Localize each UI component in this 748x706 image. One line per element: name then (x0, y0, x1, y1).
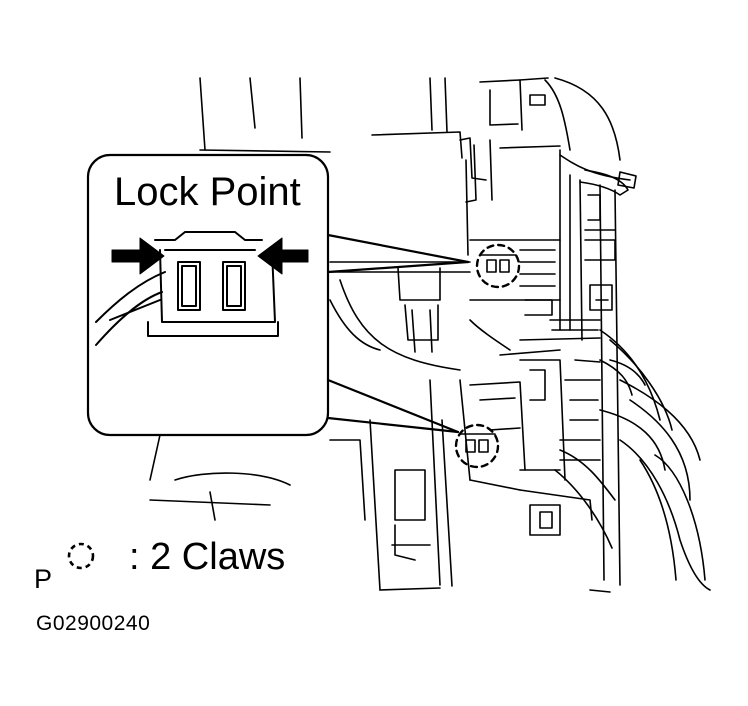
wire-harness (554, 329, 711, 593)
dashed-circle-icon (67, 542, 95, 570)
right-arrow-icon (257, 237, 309, 275)
claw-marker-lower (454, 423, 500, 469)
legend-text: : 2 Claws (129, 536, 286, 578)
legend-prefix: P (34, 564, 53, 594)
junction-block-bracket (459, 149, 637, 586)
callout-title: Lock Point (114, 170, 301, 214)
lock-point-detail (95, 231, 279, 346)
figure-id: G02900240 (36, 612, 151, 635)
claw-marker-upper (475, 243, 521, 289)
dashboard-panel-outline (149, 77, 621, 591)
left-arrow-icon (111, 237, 165, 275)
callout-frame (86, 153, 470, 437)
